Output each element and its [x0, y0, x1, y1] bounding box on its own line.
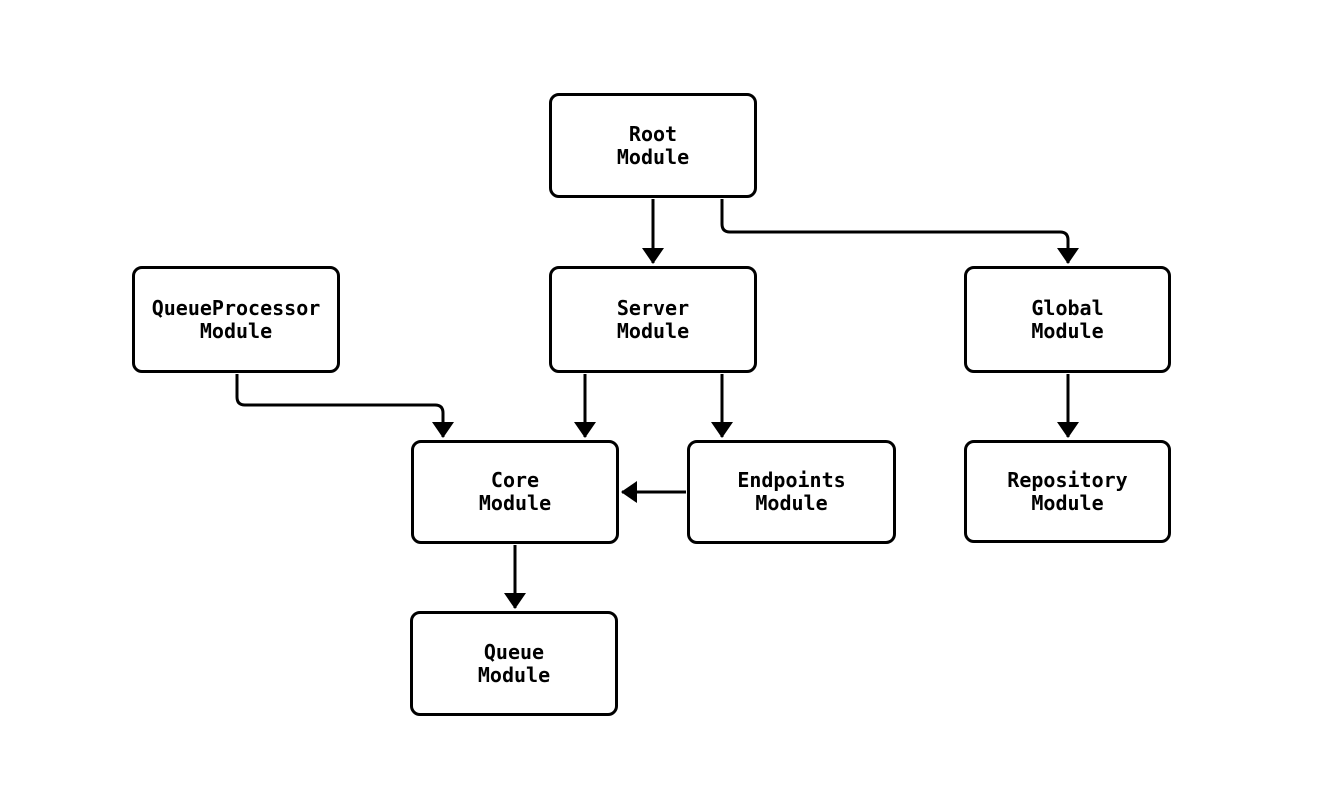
node-queueprocessor-module: QueueProcessor Module: [132, 266, 340, 373]
node-queue-module: Queue Module: [410, 611, 618, 716]
node-endpoints-module: Endpoints Module: [687, 440, 896, 544]
edge-root-to-global: [720, 199, 1079, 264]
node-server-module: Server Module: [549, 266, 757, 373]
node-global-module: Global Module: [964, 266, 1171, 373]
node-repository-module: Repository Module: [964, 440, 1171, 543]
node-core-module: Core Module: [411, 440, 619, 544]
edge-queueprocessor-to-core: [235, 374, 454, 438]
node-root-module: Root Module: [549, 93, 757, 198]
